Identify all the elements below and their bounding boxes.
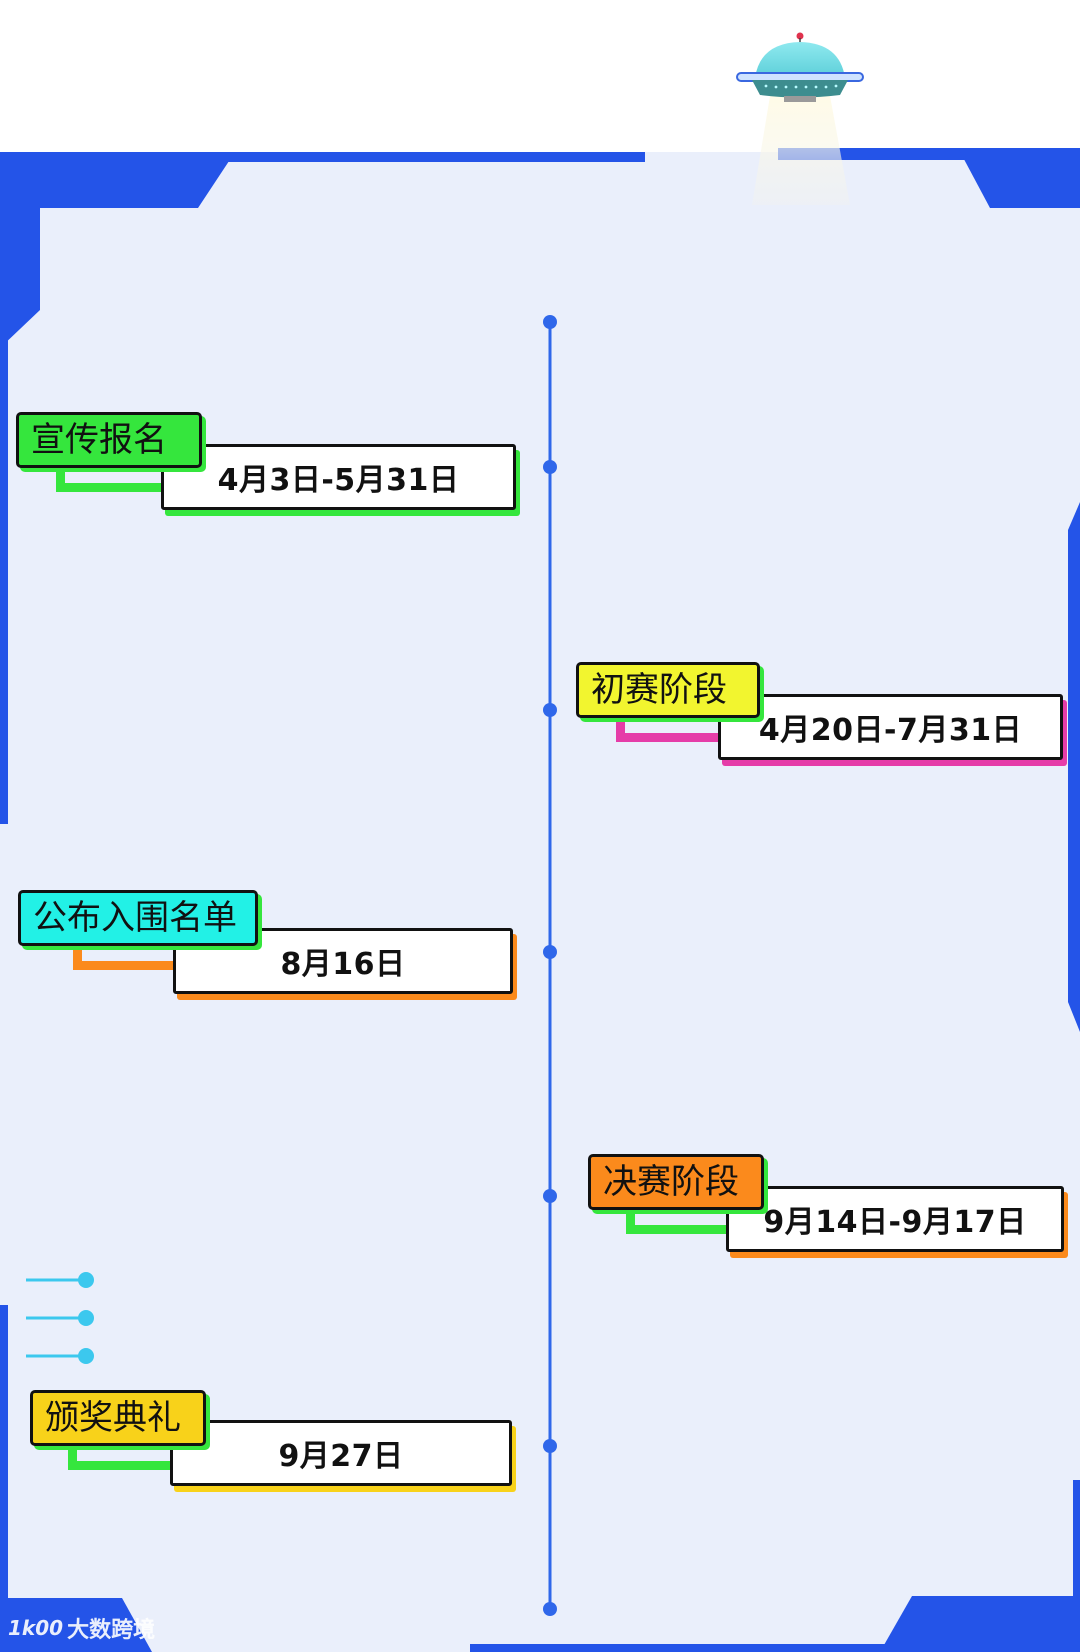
timeline-event: 宣传报名 4月3日-5月31日 [16, 412, 521, 512]
timeline-event: 初赛阶段 4月20日-7月31日 [576, 662, 1071, 762]
event-label: 初赛阶段 [576, 662, 760, 718]
event-label: 宣传报名 [16, 412, 202, 468]
connector-dot-lines [26, 1272, 94, 1364]
event-date: 4月20日-7月31日 [718, 694, 1063, 760]
ufo-beam [752, 96, 850, 205]
ufo-icon [736, 32, 864, 102]
event-label: 决赛阶段 [588, 1154, 764, 1210]
event-connector [626, 1210, 732, 1234]
event-connector [616, 718, 724, 742]
logo-text: 大数跨境 [67, 1618, 156, 1643]
event-label: 公布入围名单 [18, 890, 258, 946]
event-date: 9月27日 [170, 1420, 512, 1486]
logo-mark: 1k00 [8, 1616, 64, 1640]
event-date: 9月14日-9月17日 [726, 1186, 1064, 1252]
event-label: 颁奖典礼 [30, 1390, 206, 1446]
event-date: 4月3日-5月31日 [161, 444, 516, 510]
timeline-event: 公布入围名单 8月16日 [18, 890, 523, 994]
timeline-event: 决赛阶段 9月14日-9月17日 [588, 1154, 1073, 1254]
timeline-event: 颁奖典礼 9月27日 [30, 1390, 525, 1490]
event-connector [73, 946, 183, 970]
event-connector [56, 468, 166, 492]
timeline-nodes [543, 315, 557, 1616]
event-connector [68, 1446, 174, 1470]
brand-logo: 1k00 大数跨境 [8, 1612, 155, 1644]
